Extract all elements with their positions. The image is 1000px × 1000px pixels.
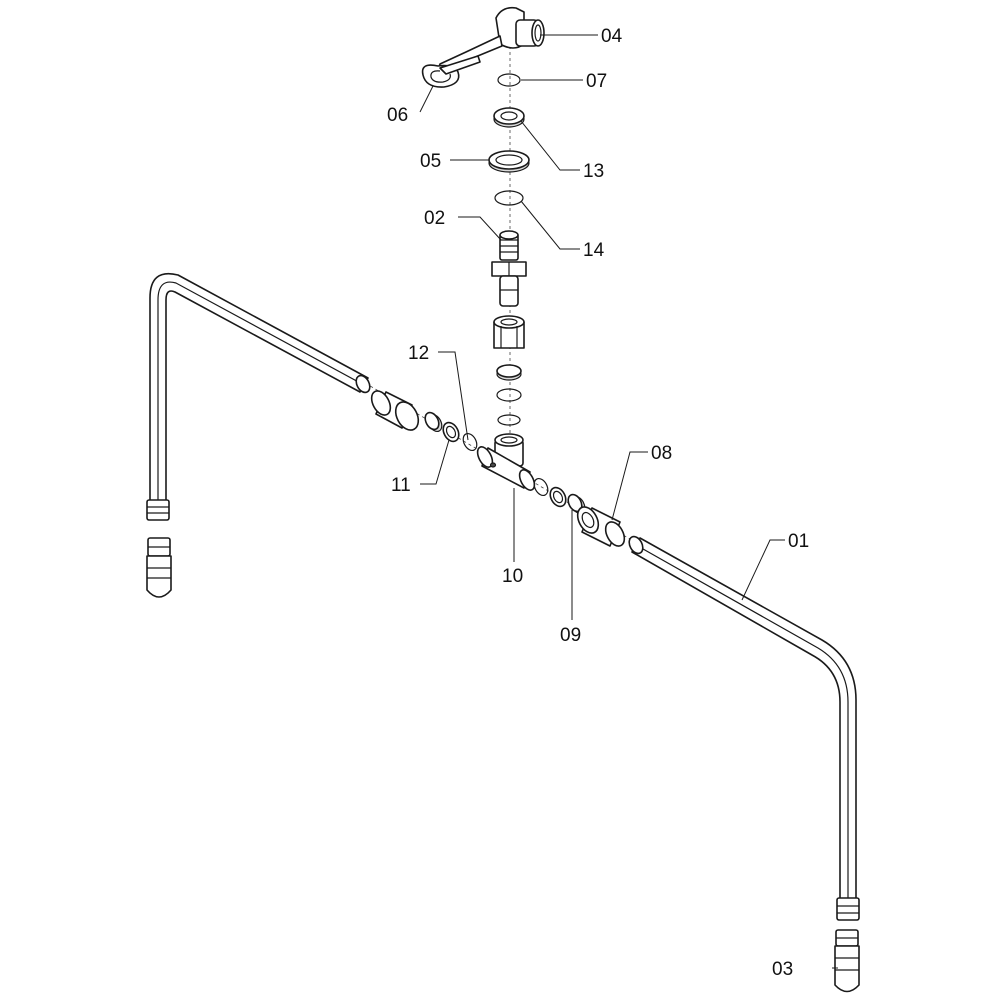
callout-13: 13: [583, 161, 604, 182]
callout-14: 14: [583, 240, 605, 261]
right-union-nut-08: [576, 506, 626, 547]
callout-06: 06: [387, 105, 408, 126]
leader-12: [438, 351, 469, 441]
lock-nut-13: [493, 107, 525, 128]
leader-08: [611, 451, 648, 521]
callout-11: 11: [391, 475, 411, 496]
left-union-nut: [370, 390, 420, 431]
o-ring-14: [494, 190, 524, 206]
right-pipe: [628, 535, 860, 921]
threaded-nipple-02: [491, 230, 527, 307]
right-nozzle: [834, 929, 860, 993]
left-seal-rings: [424, 411, 478, 452]
callout-01: 01: [788, 531, 809, 552]
leader-14: [520, 200, 580, 250]
callout-03: 03: [772, 959, 793, 980]
leader-02: [458, 216, 502, 241]
o-ring-07: [497, 73, 521, 87]
retaining-clip: [421, 55, 481, 88]
union-nut-vertical: [493, 315, 525, 349]
elbow-fitting: [437, 6, 545, 71]
callout-02: 02: [424, 208, 445, 229]
leader-11: [420, 439, 450, 485]
callout-12: 12: [408, 343, 429, 364]
leader-06: [419, 85, 434, 113]
vertical-seal-rings: [496, 364, 522, 426]
washer-05: [488, 150, 530, 173]
left-nozzle: [146, 537, 172, 598]
callout-08: 08: [651, 443, 672, 464]
callout-10: 10: [502, 566, 523, 587]
callout-05: 05: [420, 151, 441, 172]
callout-04: 04: [601, 26, 623, 47]
callout-09: 09: [560, 625, 581, 646]
tee-fitting-10: [476, 433, 536, 491]
leader-13: [520, 120, 580, 171]
callout-07: 07: [586, 71, 607, 92]
leader-01: [741, 539, 785, 601]
left-pipe: [146, 273, 371, 521]
